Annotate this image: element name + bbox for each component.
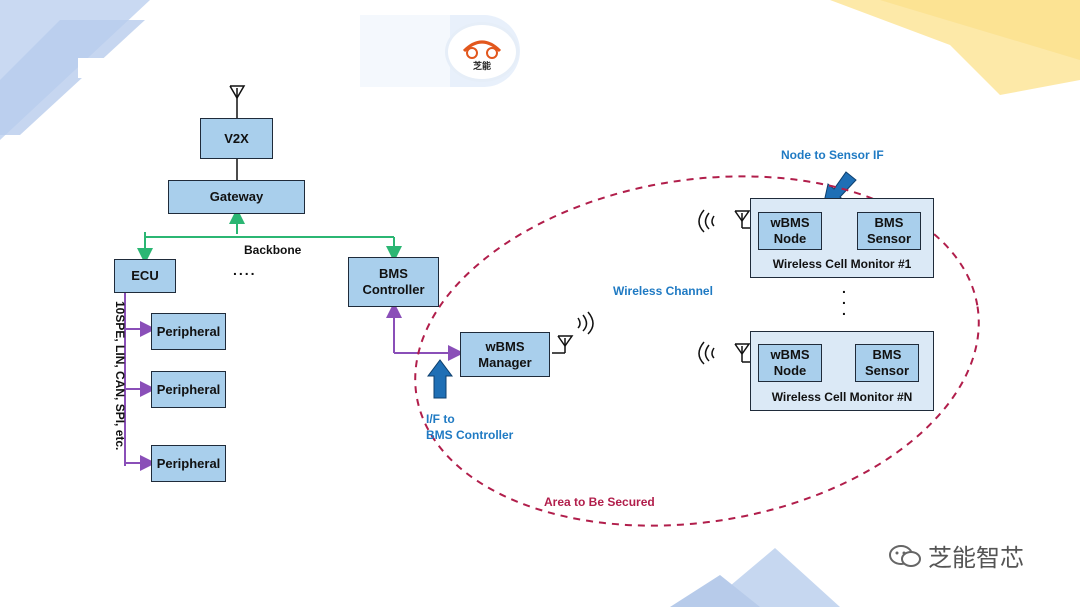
bus-types-label: 10SPE, LIN, CAN, SPI, etc. — [113, 301, 127, 451]
logo-text: 芝能 — [472, 61, 491, 71]
watermark: 芝能智芯 — [888, 538, 1024, 573]
bms-sensor-box: BMS Sensor — [857, 212, 921, 250]
bms-sensor-box: BMS Sensor — [855, 344, 919, 382]
peripheral-box: Peripheral — [151, 371, 226, 408]
ellipsis-label: .... — [233, 262, 257, 278]
gateway-box: Gateway — [168, 180, 305, 214]
bms-controller-box: BMS Controller — [348, 257, 439, 307]
wireless-cell-monitor-n: wBMS Node BMS Sensor Wireless Cell Monit… — [750, 331, 934, 411]
node-to-sensor-label: Node to Sensor IF — [781, 148, 884, 162]
monitor-n-label: Wireless Cell Monitor #N — [771, 390, 913, 404]
secured-area-label: Area to Be Secured — [544, 495, 655, 509]
monitor-1-antenna-icon — [698, 209, 757, 233]
wireless-cell-monitor-1: wBMS Node BMS Sensor Wireless Cell Monit… — [750, 198, 934, 278]
manager-antenna-icon — [552, 311, 594, 354]
wechat-icon — [889, 544, 921, 567]
vertical-ellipsis-label: . . . — [842, 280, 846, 318]
monitor-1-label: Wireless Cell Monitor #1 — [772, 257, 912, 271]
secured-area-ellipse — [414, 175, 980, 527]
brand-logo: 芝能 — [445, 22, 519, 82]
wbms-manager-box: wBMS Manager — [460, 332, 550, 377]
peripheral-box: Peripheral — [151, 313, 226, 350]
watermark-text: 芝能智芯 — [928, 545, 1024, 572]
v2x-box: V2X — [200, 118, 273, 159]
v2x-antenna-icon — [229, 85, 246, 118]
wbms-node-box: wBMS Node — [758, 212, 822, 250]
if-to-bms-arrow-icon — [427, 359, 453, 399]
if-to-bms-label: I/F to BMS Controller — [426, 412, 514, 442]
wbms-node-box: wBMS Node — [758, 344, 822, 382]
wireless-channel-label: Wireless Channel — [613, 284, 713, 298]
peripheral-box: Peripheral — [151, 445, 226, 482]
ecu-box: ECU — [114, 259, 176, 293]
monitor-n-antenna-icon — [698, 341, 757, 365]
backbone-label: Backbone — [244, 243, 302, 257]
